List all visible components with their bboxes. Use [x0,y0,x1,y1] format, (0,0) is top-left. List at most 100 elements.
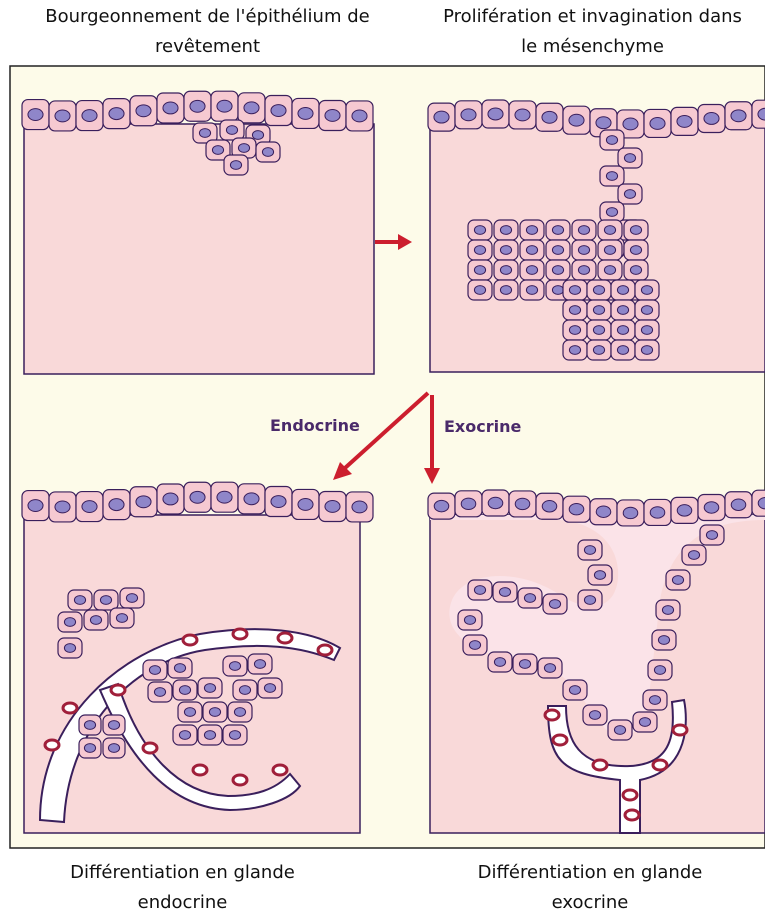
exocrine-duct-cell [513,654,537,674]
proliferating-cell [572,240,596,260]
nucleus [244,493,259,505]
exocrine-duct-cell [608,720,632,740]
surface-epithelial-cell [22,100,49,130]
nucleus [474,286,485,295]
surface-epithelial-cell [590,499,617,525]
nucleus [604,246,615,255]
nucleus [488,108,503,120]
nucleus [262,148,273,157]
endocrine-blood-cell [278,633,292,643]
endocrine-cluster-cell [143,660,167,680]
endocrine-cluster-cell [79,715,101,735]
nucleus [469,641,480,650]
nucleus [604,226,615,235]
exocrine-blood-cell [625,810,639,820]
nucleus [204,731,215,740]
endocrine-blood-cell [45,740,59,750]
nucleus [434,500,449,511]
endocrine-blood-cell [273,765,287,775]
nucleus [704,113,719,125]
nucleus [641,306,652,315]
nucleus [109,499,124,511]
proliferating-cell [611,320,635,340]
surface-epithelial-cell [536,103,563,131]
nucleus [606,136,617,145]
nucleus [434,111,449,123]
nucleus [569,306,580,315]
surface-epithelial-cell [752,100,765,128]
bud-cell [256,142,280,162]
nucleus [630,246,641,255]
endocrine-blood-cell [143,743,157,753]
proliferating-cell [611,340,635,360]
surface-epithelial-cell [644,109,671,137]
nucleus [84,744,95,753]
nucleus [515,498,530,509]
nucleus [569,686,580,695]
nucleus [593,326,604,335]
surface-epithelial-cell [238,484,265,514]
nucleus [604,266,615,275]
nucleus [526,246,537,255]
arrow-endocrine-label: Endocrine [270,416,360,435]
nucleus [298,107,313,119]
surface-epithelial-cell [238,93,265,123]
exocrine-duct-cell [652,630,676,650]
endocrine-cluster-cell [84,610,108,630]
surface-epithelial-cell [428,493,455,519]
surface-epithelial-cell [292,489,319,519]
endocrine-cluster-cell [103,738,125,758]
nucleus [617,286,628,295]
nucleus [650,118,665,130]
bud-cell [220,120,244,140]
nucleus [217,491,232,503]
exocrine-duct-cell [583,705,607,725]
surface-epithelial-cell [22,491,49,521]
exocrine-duct-cell [656,600,680,620]
exocrine-blood-cell [593,760,607,770]
nucleus [264,684,275,693]
endocrine-cluster-cell [198,678,222,698]
endocrine-cluster-cell [173,725,197,745]
endocrine-cluster-cell [223,725,247,745]
exocrine-duct-cell [578,540,602,560]
nucleus [677,115,692,127]
nucleus [552,226,563,235]
exocrine-duct-cell [563,680,587,700]
surface-epithelial-cell [292,98,319,128]
nucleus [623,507,638,518]
nucleus [352,501,367,513]
endocrine-cluster-cell [120,588,144,608]
exocrine-duct-cell [682,545,706,565]
nucleus [209,708,220,717]
nucleus [658,636,669,645]
proliferating-cell [494,260,518,280]
nucleus [649,696,660,705]
surface-epithelial-cell [428,103,455,131]
exocrine-blood-cell [653,760,667,770]
nucleus [569,503,584,514]
nucleus [524,594,535,603]
panel-budding [24,124,374,374]
nucleus [230,161,241,170]
nucleus [154,688,165,697]
surface-epithelial-cell [617,500,644,526]
nucleus [654,666,665,675]
surface-epithelial-cell [76,492,103,522]
proliferating-cell [520,240,544,260]
nucleus [617,326,628,335]
proliferating-cell [494,220,518,240]
nucleus [552,266,563,275]
nucleus [596,117,611,129]
proliferating-cell [563,340,587,360]
nucleus [526,266,537,275]
proliferating-cell [587,320,611,340]
nucleus [578,266,589,275]
nucleus [163,102,178,114]
nucleus [252,131,263,140]
nucleus [596,506,611,517]
nucleus [217,100,232,112]
nucleus [624,154,635,163]
nucleus [84,721,95,730]
